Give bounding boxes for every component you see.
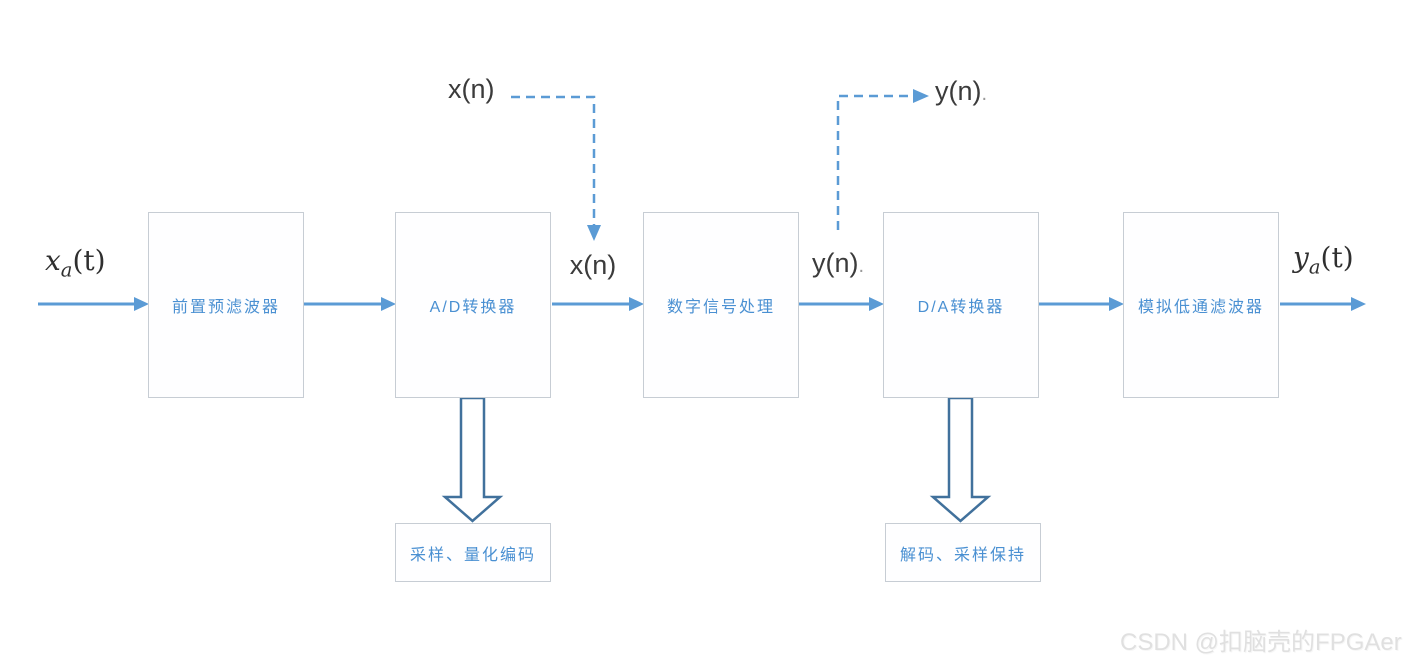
block-pre-filter: 前置预滤波器 bbox=[148, 212, 304, 398]
csdn-watermark: CSDN @扣脑壳的FPGAer bbox=[1120, 629, 1402, 656]
input-flow-arrow bbox=[38, 297, 149, 311]
top-xn-label: x(n) bbox=[448, 74, 495, 104]
block-arrow-ad-down bbox=[441, 396, 504, 523]
flow-arrow-da-to-lpf bbox=[1039, 297, 1124, 311]
block-dsp-label: 数字信号处理 bbox=[666, 299, 775, 316]
block-ad-converter: A/D转换器 bbox=[395, 212, 551, 398]
block-analog-lpf: 模拟低通滤波器 bbox=[1123, 212, 1279, 398]
block-decode-sample-hold: 解码、采样保持 bbox=[885, 523, 1041, 582]
block-decode-sample-hold-label: 解码、采样保持 bbox=[899, 546, 1026, 564]
flow-arrow-prefilter-to-ad bbox=[304, 297, 396, 311]
output-signal-label: ya(t) bbox=[1293, 241, 1354, 279]
block-arrow-da-down bbox=[929, 396, 992, 523]
block-dsp: 数字信号处理 bbox=[643, 212, 799, 398]
input-signal-label: xa(t) bbox=[45, 244, 106, 282]
mid-xn-label: x(n) bbox=[569, 250, 617, 280]
block-da-converter-label: D/A转换器 bbox=[917, 299, 1005, 316]
top-yn-label: y(n). bbox=[935, 76, 988, 106]
dashed-arrow-yn bbox=[836, 89, 929, 230]
block-analog-lpf-label: 模拟低通滤波器 bbox=[1137, 299, 1264, 316]
yn-trailing-dot: . bbox=[981, 83, 988, 105]
flow-arrow-dsp-to-da bbox=[799, 297, 884, 311]
flow-arrow-ad-to-dsp bbox=[552, 297, 644, 311]
block-sampling-quantization-label: 采样、量化编码 bbox=[409, 546, 536, 564]
block-sampling-quantization: 采样、量化编码 bbox=[395, 523, 551, 582]
block-ad-converter-label: A/D转换器 bbox=[429, 299, 517, 316]
mid-yn-label: y(n). bbox=[811, 248, 865, 278]
yn-trailing-dot: . bbox=[858, 255, 865, 277]
output-flow-arrow bbox=[1280, 297, 1366, 311]
block-pre-filter-label: 前置预滤波器 bbox=[171, 299, 280, 316]
block-da-converter: D/A转换器 bbox=[883, 212, 1039, 398]
